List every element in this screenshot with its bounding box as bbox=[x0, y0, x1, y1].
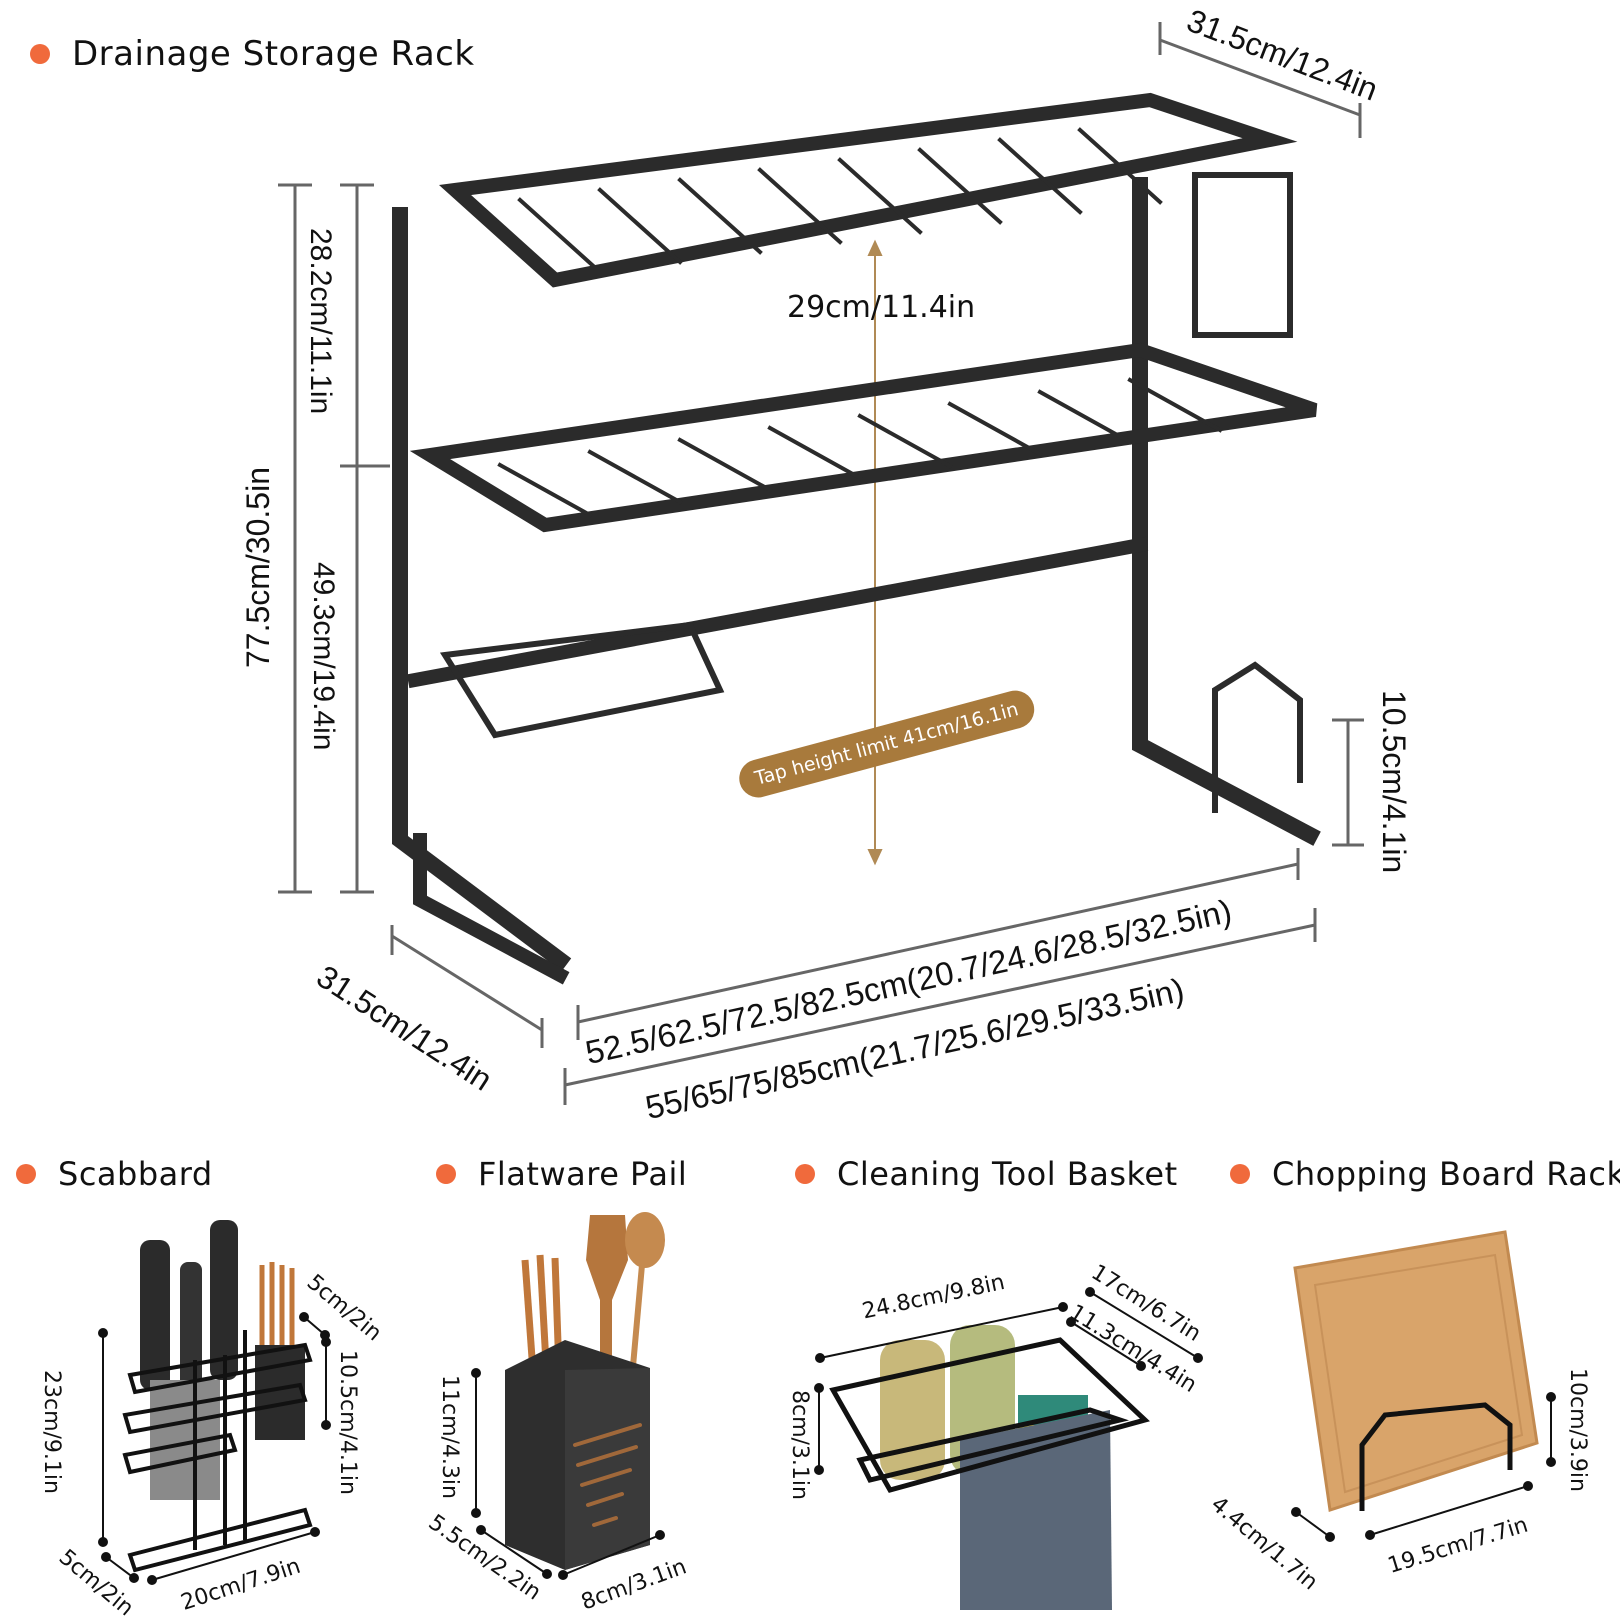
scabbard-dim-height: 23cm/9.1in bbox=[39, 1370, 64, 1494]
section-title-chopping-board-rack: Chopping Board Rack bbox=[1230, 1155, 1620, 1193]
bullet-icon bbox=[795, 1164, 815, 1184]
dimension-lines bbox=[278, 22, 1364, 1105]
section-title-cleaning-basket: Cleaning Tool Basket bbox=[795, 1155, 1178, 1193]
board-rack-dim-height: 10cm/3.9in bbox=[1565, 1368, 1590, 1492]
dim-total-height: 77.5cm/30.5in bbox=[240, 466, 276, 668]
basket-dim-height: 8cm/3.1in bbox=[787, 1390, 812, 1500]
dim-upper-tier: 28.2cm/11.1in bbox=[304, 228, 337, 415]
bullet-icon bbox=[16, 1164, 36, 1184]
section-title-drainage-rack: Drainage Storage Rack bbox=[30, 34, 475, 74]
section-title-text: Cleaning Tool Basket bbox=[837, 1155, 1178, 1193]
pail-dim-height: 11cm/4.3in bbox=[437, 1375, 462, 1499]
rack-frame bbox=[392, 92, 1321, 985]
section-title-flatware-pail: Flatware Pail bbox=[436, 1155, 687, 1193]
bullet-icon bbox=[1230, 1164, 1250, 1184]
section-title-scabbard: Scabbard bbox=[16, 1155, 213, 1193]
bullet-icon bbox=[436, 1164, 456, 1184]
dim-tier-gap: 29cm/11.4in bbox=[787, 290, 976, 325]
scabbard-dim-cup-height: 10.5cm/4.1in bbox=[335, 1350, 360, 1495]
section-title-text: Drainage Storage Rack bbox=[72, 34, 475, 74]
tap-height-arrow bbox=[867, 239, 883, 866]
section-title-text: Chopping Board Rack bbox=[1272, 1155, 1620, 1193]
dim-lower-section: 49.3cm/19.4in bbox=[307, 562, 340, 751]
dim-leg-height: 10.5cm/4.1in bbox=[1376, 690, 1412, 874]
section-title-text: Scabbard bbox=[58, 1155, 213, 1193]
section-title-text: Flatware Pail bbox=[478, 1155, 688, 1193]
bullet-icon bbox=[30, 44, 50, 64]
